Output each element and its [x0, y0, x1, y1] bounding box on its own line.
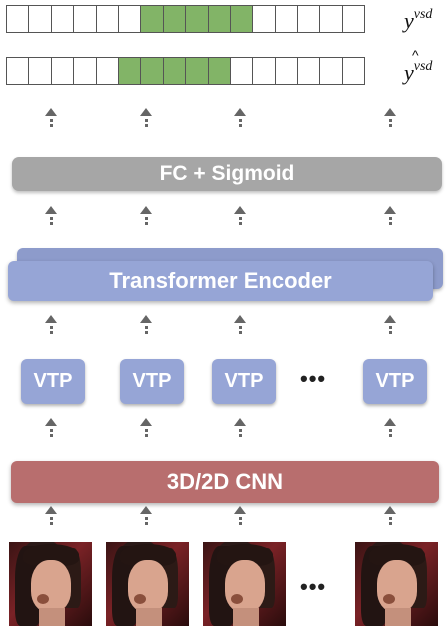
vtp-label: VTP — [33, 370, 73, 392]
ground-truth-cell — [274, 5, 299, 33]
ground-truth-cell — [6, 5, 30, 33]
up-arrow-icon — [383, 108, 397, 128]
vtp-block-2: VTP — [120, 359, 184, 404]
ground-truth-cell — [319, 5, 343, 33]
ground-truth-cell — [73, 5, 97, 33]
prediction-cell — [50, 57, 75, 85]
ground-truth-label: yvsd — [404, 6, 433, 33]
prediction-sequence — [6, 57, 366, 85]
video-frame-3 — [203, 542, 286, 626]
ground-truth-cell — [207, 5, 231, 33]
up-arrow-icon — [44, 108, 58, 128]
ground-truth-cell — [140, 5, 164, 33]
up-arrow-icon — [139, 506, 153, 526]
vtp-label: VTP — [224, 370, 264, 392]
up-arrow-icon — [44, 206, 58, 226]
up-arrow-icon — [44, 506, 58, 526]
prediction-cell — [117, 57, 142, 85]
vtp-ellipsis: ••• — [300, 366, 327, 391]
prediction-cell — [274, 57, 299, 85]
video-frame-2 — [106, 542, 189, 626]
prediction-cell — [162, 57, 187, 85]
prediction-cell — [207, 57, 231, 85]
ground-truth-cell — [341, 5, 366, 33]
cnn-block: 3D/2D CNN — [11, 461, 439, 503]
up-arrow-icon — [139, 206, 153, 226]
ground-truth-cell — [229, 5, 254, 33]
up-arrow-icon — [44, 315, 58, 335]
video-frame-1 — [9, 542, 92, 626]
ground-truth-cell — [162, 5, 187, 33]
up-arrow-icon — [233, 108, 247, 128]
up-arrow-icon — [44, 418, 58, 438]
vtp-block-4: VTP — [363, 359, 427, 404]
prediction-cell — [252, 57, 276, 85]
ground-truth-cell — [95, 5, 119, 33]
up-arrow-icon — [139, 108, 153, 128]
up-arrow-icon — [233, 506, 247, 526]
up-arrow-icon — [139, 315, 153, 335]
prediction-cell — [185, 57, 209, 85]
prediction-cell — [297, 57, 321, 85]
up-arrow-icon — [383, 506, 397, 526]
up-arrow-icon — [383, 315, 397, 335]
up-arrow-icon — [233, 315, 247, 335]
prediction-cell — [6, 57, 30, 85]
prediction-cell — [229, 57, 254, 85]
fc-sigmoid-label: FC + Sigmoid — [159, 162, 295, 185]
ground-truth-cell — [50, 5, 75, 33]
up-arrow-icon — [233, 206, 247, 226]
transformer-encoder-label: Transformer Encoder — [109, 268, 332, 293]
ground-truth-cell — [28, 5, 52, 33]
vtp-block-1: VTP — [21, 359, 85, 404]
up-arrow-icon — [383, 418, 397, 438]
prediction-label: ^ yvsd — [404, 47, 433, 85]
vtp-label: VTP — [375, 370, 415, 392]
cnn-label: 3D/2D CNN — [166, 469, 284, 494]
transformer-encoder-block: Transformer Encoder — [8, 261, 433, 301]
prediction-cell — [95, 57, 119, 85]
ground-truth-sequence — [6, 5, 366, 33]
up-arrow-icon — [139, 418, 153, 438]
video-frame-4 — [355, 542, 438, 626]
up-arrow-icon — [233, 418, 247, 438]
fc-sigmoid-block: FC + Sigmoid — [12, 157, 442, 191]
frame-ellipsis: ••• — [300, 574, 327, 599]
ground-truth-cell — [117, 5, 142, 33]
up-arrow-icon — [383, 206, 397, 226]
prediction-cell — [73, 57, 97, 85]
ground-truth-cell — [185, 5, 209, 33]
prediction-cell — [319, 57, 343, 85]
prediction-cell — [140, 57, 164, 85]
vtp-label: VTP — [132, 370, 172, 392]
prediction-cell — [341, 57, 366, 85]
prediction-cell — [28, 57, 52, 85]
vtp-block-3: VTP — [212, 359, 276, 404]
ground-truth-cell — [252, 5, 276, 33]
ground-truth-cell — [297, 5, 321, 33]
